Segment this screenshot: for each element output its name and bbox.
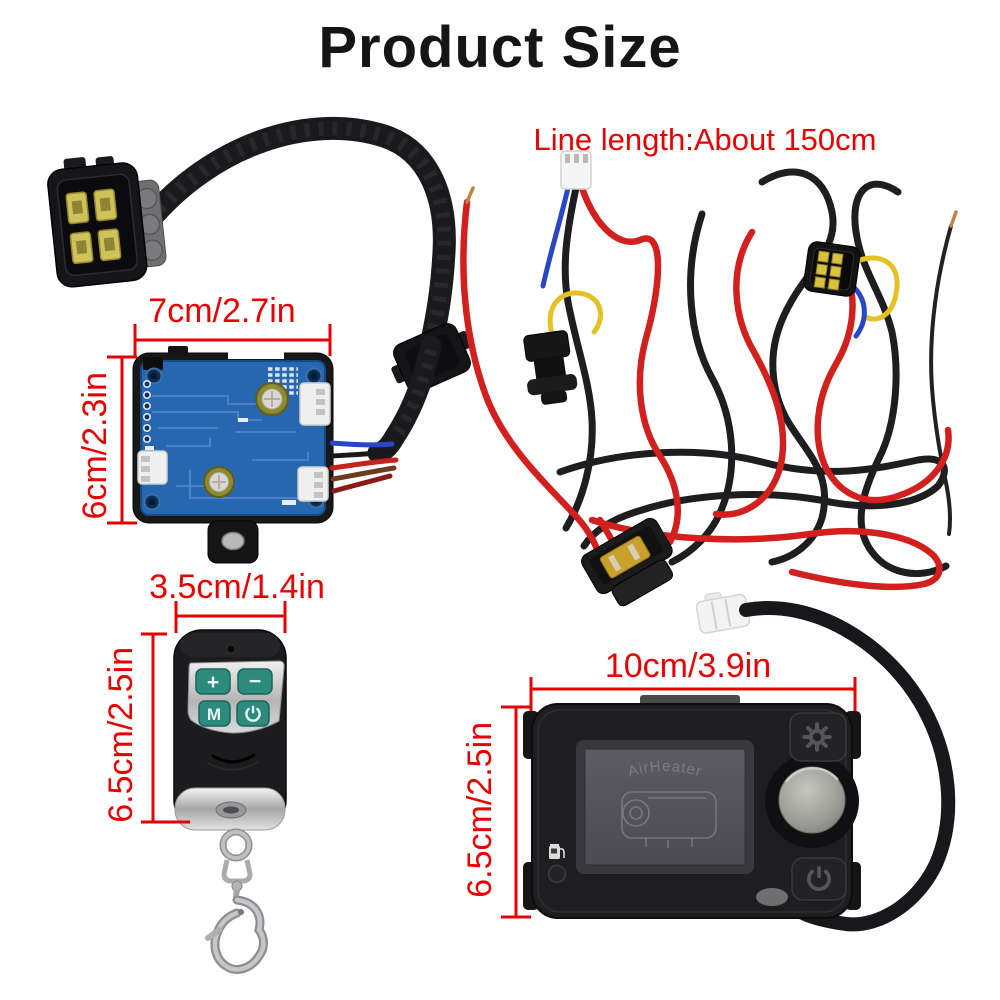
monitor-height-dimension (501, 705, 531, 919)
monitor-width-dimension (529, 677, 857, 711)
board-sockets (137, 382, 331, 502)
small-white-connector (560, 150, 592, 190)
harness-red-wires (460, 184, 952, 591)
six-pin-connector (803, 241, 861, 297)
thin-black-wire (929, 224, 953, 536)
remote-width-label: 3.5cm/1.4in (149, 568, 325, 606)
dimension-lines (107, 324, 857, 919)
fuse-holder (581, 517, 674, 607)
line-length-label: Line length:About 150cm (533, 122, 877, 157)
plug-terminals (65, 188, 122, 265)
rotary-knob (778, 766, 846, 834)
settings-button (789, 712, 847, 762)
pin-header (143, 379, 152, 443)
remote-power-button (236, 700, 270, 727)
screen-brand-text: AirHeater (626, 758, 704, 781)
monitor-width-label: 10cm/3.9in (604, 647, 772, 685)
minus-button (237, 668, 273, 695)
mode-label: M (207, 705, 221, 724)
monitor-plug (695, 591, 751, 634)
board-height-label: 6cm/2.3in (76, 372, 115, 520)
capacitor (203, 466, 235, 498)
wiring-harness-photo (460, 150, 958, 607)
four-pin-plug (47, 156, 167, 288)
monitor-cable (695, 591, 956, 932)
yellow-wire (547, 290, 604, 337)
blue-wire (540, 185, 571, 289)
plus-button (195, 668, 231, 695)
monitor-power-button (791, 857, 847, 901)
control-board-photo (132, 346, 399, 564)
screen-indicator-button (547, 864, 567, 884)
mode-button (198, 700, 231, 727)
fuse (599, 535, 651, 579)
capacitor (255, 382, 289, 416)
remote-buttons: + − M (195, 668, 273, 727)
board-width-label: 7cm/2.7in (148, 292, 296, 330)
remote-width-dimension (174, 601, 287, 633)
plus-label: + (207, 671, 219, 694)
page-title: Product Size (318, 15, 682, 80)
fuel-pump-icon (549, 844, 565, 859)
remote-height-dimension (141, 632, 190, 824)
monitor-height-label: 6.5cm/2.5in (461, 721, 500, 898)
monitor-photo: AirHeater (523, 695, 861, 919)
remote-height-label: 6.5cm/2.5in (102, 646, 141, 823)
remote-control-photo: + − M (173, 629, 287, 974)
screen-heater-graphic (621, 791, 717, 848)
board-width-dimension (133, 324, 332, 356)
sensor-connector (523, 330, 578, 405)
board-height-dimension (107, 355, 137, 525)
keychain (205, 828, 268, 974)
led-hole (226, 644, 236, 654)
board-wires (329, 440, 399, 494)
harness-black-wires (556, 168, 950, 577)
lcd-screen (584, 748, 746, 866)
yellow-wire (851, 255, 900, 322)
minus-label: − (249, 670, 261, 693)
